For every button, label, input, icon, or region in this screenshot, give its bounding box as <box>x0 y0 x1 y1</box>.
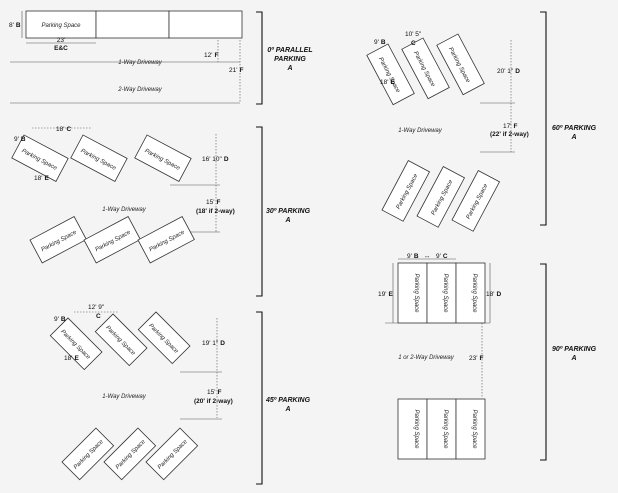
section-title: 60º PARKING <box>552 125 597 132</box>
dimension-f: 23'F <box>469 355 483 362</box>
parking-space <box>401 37 450 100</box>
dimension-d: 16' 10"D <box>202 156 229 163</box>
section-title: A <box>284 406 290 413</box>
parking-space <box>455 262 486 324</box>
dimension-b: 8'B <box>9 22 21 29</box>
parking-60-section: Parking Space Parking Space Parking Spac… <box>366 11 597 232</box>
driveway-label: 1-Way Driveway <box>102 394 147 400</box>
parking-space <box>25 10 97 39</box>
dimension-c: 9'C <box>436 253 448 260</box>
parking-space-label: Parking Space <box>442 409 448 449</box>
section-title: A <box>570 355 576 362</box>
section-title: PARKING <box>274 56 306 63</box>
dimension-e: 19'E <box>378 291 393 298</box>
parking-45-section: Parking Space Parking Space Parking Spac… <box>49 304 311 485</box>
dimension-b: 9'B <box>374 39 386 46</box>
parking-space <box>95 10 170 39</box>
parking-space <box>366 43 415 106</box>
dimension-f: 15'F <box>207 389 221 396</box>
parking-space <box>134 134 192 182</box>
parking-space <box>436 33 485 96</box>
dimension-f: 12'F <box>204 52 218 59</box>
section-title: 30º PARKING <box>266 208 311 215</box>
section-bracket <box>540 11 547 226</box>
dimension-f-two-way: 21'F <box>229 67 243 74</box>
parking-space <box>137 215 195 264</box>
dimension-f: 15'F <box>206 199 220 206</box>
parking-space <box>145 427 199 481</box>
driveway-label: 1-Way Driveway <box>102 207 147 213</box>
dimension-f-note: (18' if 2-way) <box>196 208 235 215</box>
parallel-parking-section: Parking Space 8'B 23' E&C 1-Way Driveway… <box>9 10 313 105</box>
dimension-ec-value: 23' <box>57 37 65 44</box>
parking-space <box>61 427 115 481</box>
dimension-e: 18'E <box>34 175 49 182</box>
dimension-c-letter: C <box>96 313 101 320</box>
dimension-e: 18'E <box>64 355 79 362</box>
driveway-label: 2-Way Driveway <box>117 87 163 93</box>
section-bracket <box>256 11 263 105</box>
parking-space <box>397 262 428 324</box>
parking-space <box>83 215 141 264</box>
parking-space-label: Parking Space <box>413 409 419 449</box>
parking-space <box>49 317 103 371</box>
parking-space-label: Parking Space <box>413 273 419 313</box>
parking-space <box>168 10 243 39</box>
dimension-f-note: (20' if 2-way) <box>194 398 233 405</box>
section-title: A <box>286 65 292 72</box>
dimension-f-note: (22' if 2-way) <box>490 131 529 138</box>
parking-space-label: Parking Space <box>471 409 477 449</box>
parking-space <box>426 262 457 324</box>
section-bracket <box>256 311 263 485</box>
parking-space <box>426 398 457 460</box>
section-bracket <box>256 126 263 297</box>
dimension-d: 18'D <box>486 291 501 298</box>
dimension-e: 18'E <box>380 79 395 86</box>
dimension-c-letter: C <box>411 40 416 47</box>
parking-space <box>397 398 428 460</box>
dimension-c-value: 12' 9" <box>88 304 105 311</box>
section-title: 45º PARKING <box>265 397 311 404</box>
driveway-label: 1-Way Driveway <box>118 60 163 66</box>
dimension-arrow-icon: ↔ <box>424 253 431 260</box>
dimension-d: 20' 1"D <box>497 68 520 75</box>
parking-space <box>103 427 157 481</box>
parking-space <box>455 398 486 460</box>
dimension-f: 17'F <box>503 123 517 130</box>
dimension-c-value: 10' 5" <box>405 31 422 38</box>
parking-space <box>29 215 87 264</box>
parking-space <box>137 311 191 365</box>
parking-space <box>381 160 431 222</box>
parking-space-label: Parking Space <box>442 273 448 313</box>
dimension-d: 19' 1"D <box>202 340 225 347</box>
dimension-b: 9'B <box>407 253 419 260</box>
section-title: 0º PARALLEL <box>267 47 312 54</box>
section-bracket <box>540 263 547 461</box>
parking-space <box>451 170 501 232</box>
dimension-ec-letter: E&C <box>54 45 68 52</box>
parking-space <box>94 313 148 367</box>
parking-space <box>70 134 128 182</box>
section-title: A <box>284 217 290 224</box>
parking-space <box>416 166 466 228</box>
section-title: A <box>570 134 576 141</box>
dimension-c: 18'C <box>56 126 71 133</box>
parking-30-section: Parking Space Parking Space Parking Spac… <box>11 126 311 297</box>
parking-space-label: Parking Space <box>471 273 477 313</box>
driveway-label: 1-Way Driveway <box>398 128 443 134</box>
dimension-b: 9'B <box>54 316 66 323</box>
parking-space-label: Parking Space <box>41 23 81 29</box>
section-title: 90º PARKING <box>552 346 597 353</box>
dimension-b: 9'B <box>14 136 26 143</box>
parking-90-section: Parking Space Parking Space Parking Spac… <box>378 253 597 461</box>
parking-space <box>11 134 69 182</box>
driveway-label: 1 or 2-Way Driveway <box>398 355 455 361</box>
